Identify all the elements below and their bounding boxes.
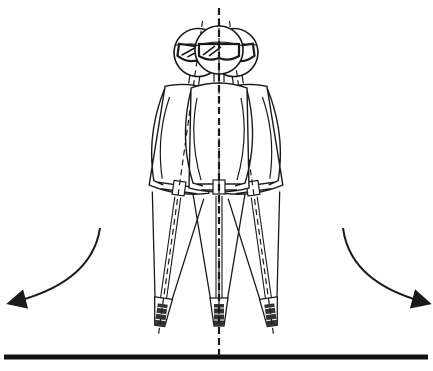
right-arrow-icon [343, 228, 424, 302]
left-arrow-icon [14, 228, 100, 302]
